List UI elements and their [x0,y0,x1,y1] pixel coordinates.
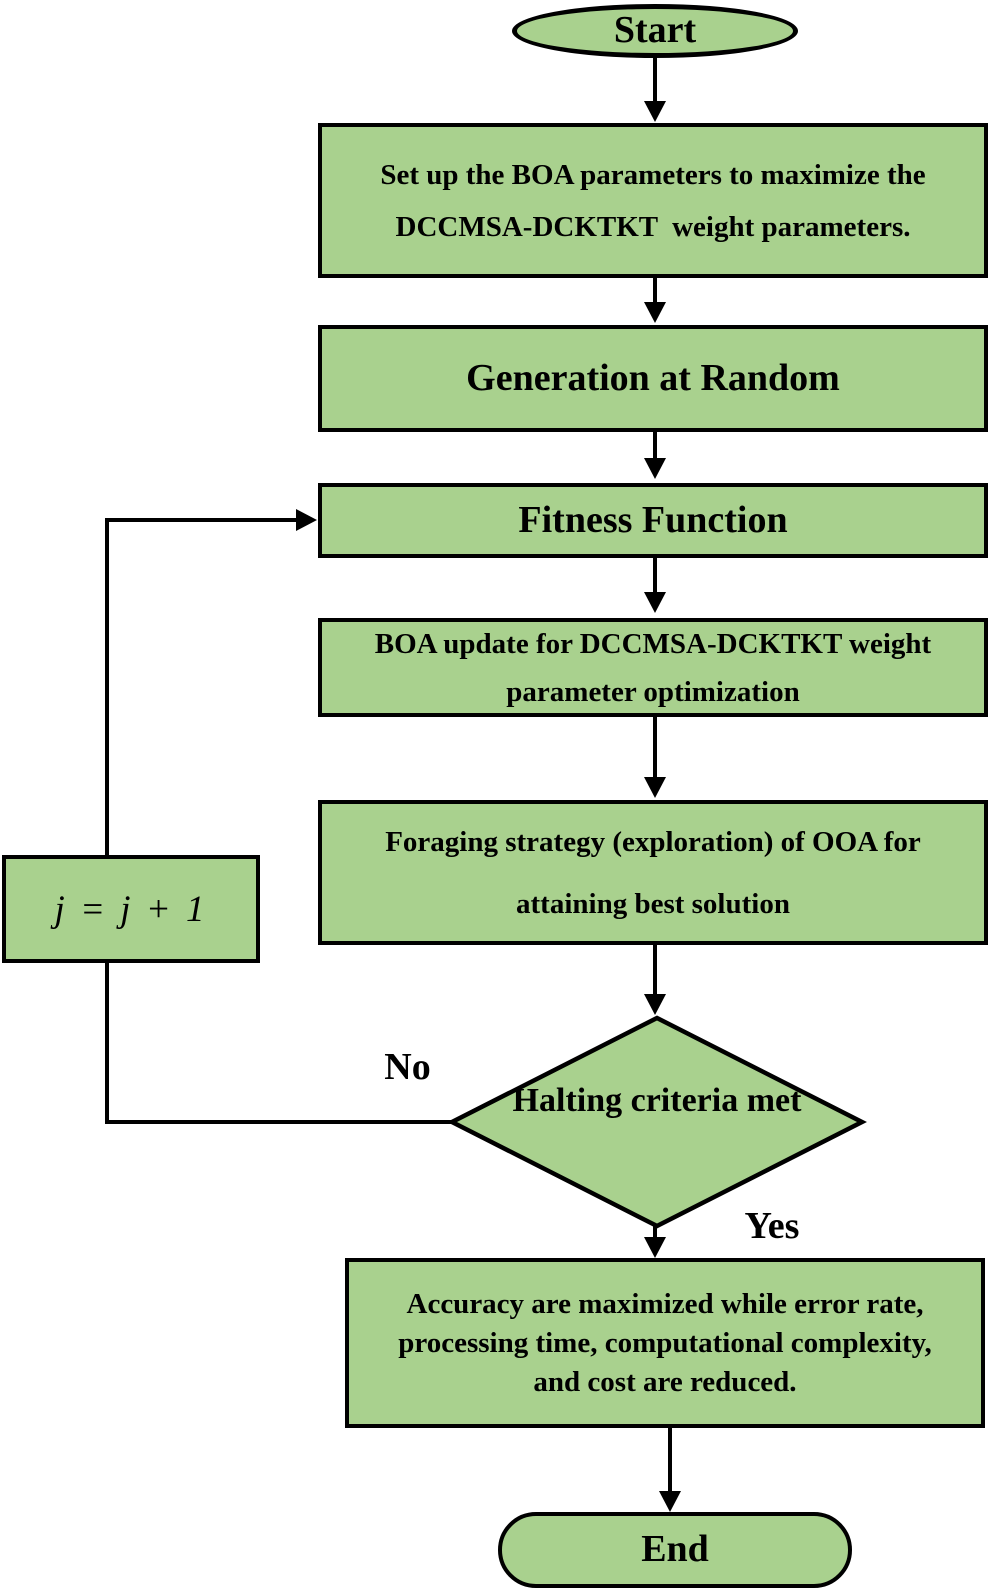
node-foraging-line-1: Foraging strategy (exploration) of OOA f… [385,825,921,858]
node-result: Accuracy are maximized while error rate,… [345,1258,985,1428]
node-generation: Generation at Random [318,325,988,432]
node-fitness-label: Fitness Function [518,498,788,541]
arrowhead-yes-result-icon [644,1237,666,1258]
node-boa-update-line-1: BOA update for DCCMSA-DCKTKT weight [374,627,932,660]
edge-label-yes: Yes [744,1205,800,1247]
decision-label: Halting criteria met [482,1078,832,1123]
decision-line-2: met [746,1082,802,1119]
decision-diamond [447,1015,867,1229]
arrowhead-loop-fitness-icon [296,509,317,531]
node-boa-update-line-2: parameter optimization [506,675,800,708]
node-start: Start [512,4,798,58]
node-result-line-3: and cost are reduced. [533,1365,797,1398]
arrowhead-fitness-update-icon [644,592,666,613]
node-foraging: Foraging strategy (exploration) of OOA f… [318,800,988,945]
node-setup-line-2: DCCMSA-DCKTKT weight parameters. [395,210,911,243]
node-boa-update: BOA update for DCCMSA-DCKTKT weight para… [318,618,988,717]
node-start-label: Start [613,9,697,52]
node-fitness: Fitness Function [318,483,988,558]
node-generation-label: Generation at Random [466,356,840,399]
edge-label-no: No [384,1046,431,1088]
arrowhead-setup-generation-icon [644,302,666,323]
arrowhead-start-setup-icon [644,101,666,122]
edge-no-loop [105,518,452,1124]
node-setup-line-1: Set up the BOA parameters to maximize th… [380,158,926,191]
arrowhead-generation-fitness-icon [644,458,666,479]
node-result-line-2: processing time, computational complexit… [398,1326,932,1359]
node-end-label: End [641,1528,709,1571]
node-end: End [498,1512,852,1588]
decision-line-1: Halting criteria [512,1082,739,1119]
node-counter-label: j = j + 1 [54,888,208,930]
node-setup: Set up the BOA parameters to maximize th… [318,123,988,278]
node-foraging-line-2: attaining best solution [516,887,790,920]
node-counter: j = j + 1 [2,855,260,963]
arrowhead-foraging-decision-icon [644,994,666,1015]
arrowhead-result-end-icon [659,1491,681,1512]
arrowhead-update-foraging-icon [644,777,666,798]
node-result-line-1: Accuracy are maximized while error rate, [406,1287,924,1320]
